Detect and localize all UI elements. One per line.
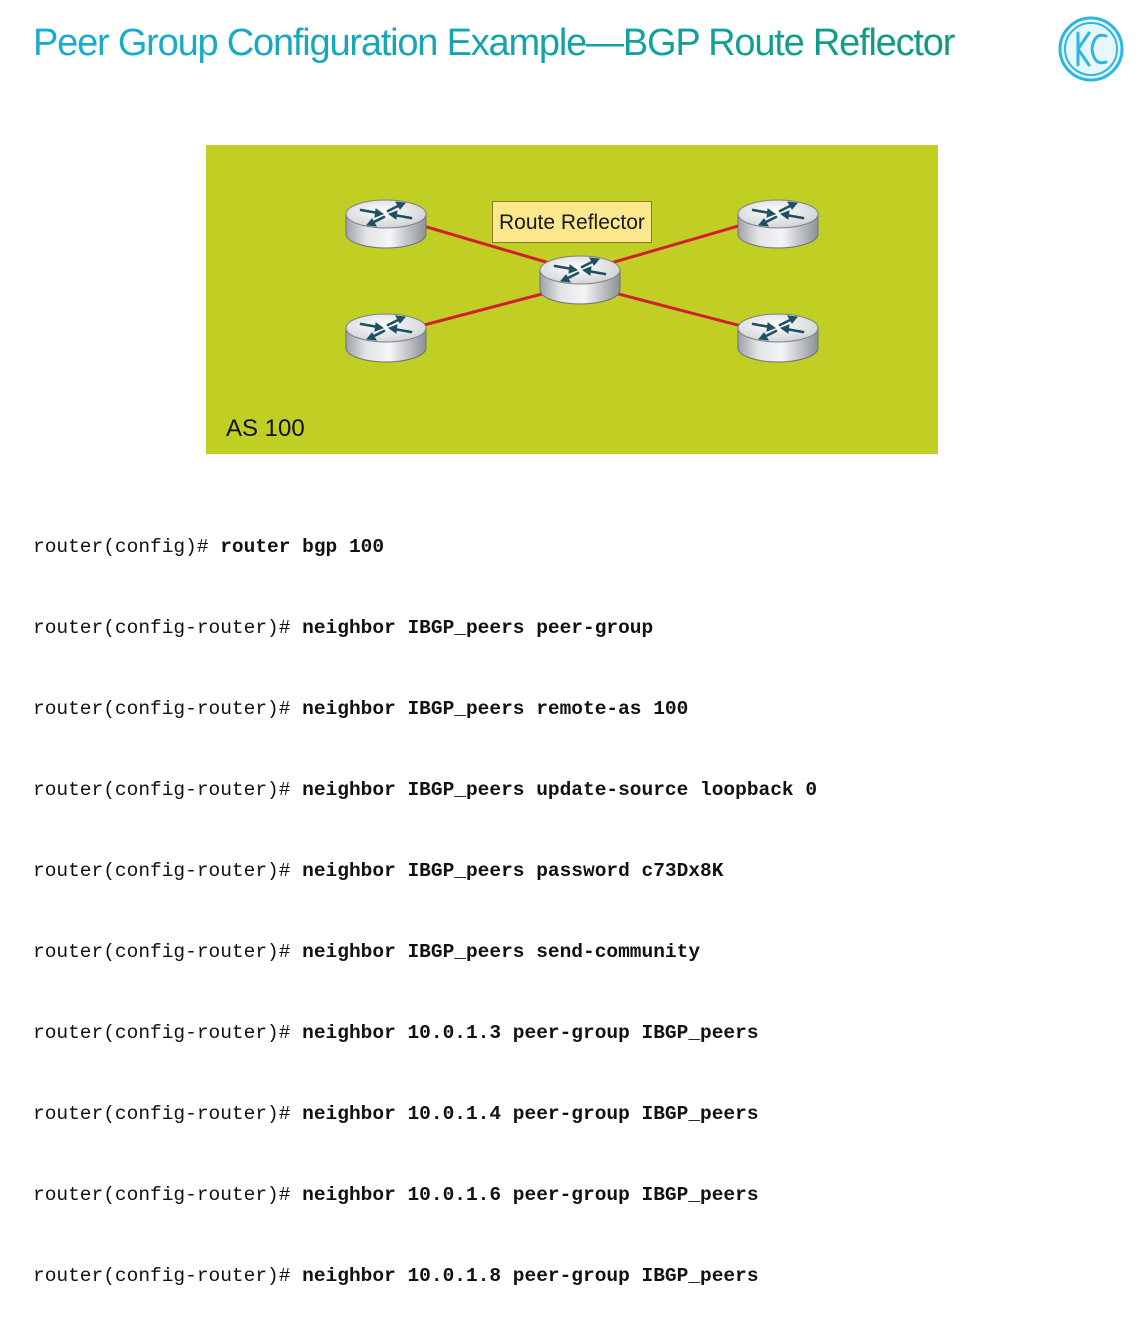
router-client-top-left bbox=[344, 198, 428, 250]
cli-command: neighbor IBGP_peers peer-group bbox=[302, 617, 654, 639]
router-client-top-right bbox=[736, 198, 820, 250]
cli-prompt: router(config-router)# bbox=[33, 941, 303, 963]
cli-command: neighbor IBGP_peers update-source loopba… bbox=[302, 779, 818, 801]
cli-prompt: router(config-router)# bbox=[33, 617, 303, 639]
config-line: router(config-router)# neighbor 10.0.1.8… bbox=[33, 1263, 817, 1290]
cli-prompt: router(config-router)# bbox=[33, 1022, 303, 1044]
config-line: router(config-router)# neighbor IBGP_pee… bbox=[33, 696, 817, 723]
config-line: router(config-router)# neighbor 10.0.1.3… bbox=[33, 1020, 817, 1047]
cli-prompt: router(config-router)# bbox=[33, 860, 303, 882]
config-line: router(config-router)# neighbor 10.0.1.6… bbox=[33, 1182, 817, 1209]
as-label: AS 100 bbox=[226, 415, 305, 442]
cli-command: neighbor IBGP_peers remote-as 100 bbox=[302, 698, 689, 720]
router-client-bottom-right bbox=[736, 312, 820, 364]
config-line: router(config-router)# neighbor IBGP_pee… bbox=[33, 777, 817, 804]
cli-prompt: router(config-router)# bbox=[33, 1184, 303, 1206]
cli-command: neighbor 10.0.1.8 peer-group IBGP_peers bbox=[302, 1265, 759, 1287]
cli-prompt: router(config-router)# bbox=[33, 1103, 303, 1125]
slide-title: Peer Group Configuration Example—BGP Rou… bbox=[33, 20, 1013, 67]
cli-command: neighbor IBGP_peers password c73Dx8K bbox=[302, 860, 724, 882]
topology-svg bbox=[344, 198, 820, 364]
config-line: router(config-router)# neighbor 10.0.1.4… bbox=[33, 1101, 817, 1128]
router-client-bottom-left bbox=[344, 312, 428, 364]
kc-logo-icon bbox=[1058, 16, 1124, 82]
config-line: router(config)# router bgp 100 bbox=[33, 534, 817, 561]
cli-prompt: router(config-router)# bbox=[33, 1265, 303, 1287]
config-line: router(config-router)# neighbor IBGP_pee… bbox=[33, 615, 817, 642]
cli-prompt: router(config)# bbox=[33, 536, 221, 558]
config-line: router(config-router)# neighbor IBGP_pee… bbox=[33, 939, 817, 966]
cli-command: neighbor 10.0.1.3 peer-group IBGP_peers bbox=[302, 1022, 759, 1044]
route-reflector-label: Route Reflector bbox=[492, 201, 652, 243]
network-diagram: Route Reflector AS 100 bbox=[206, 145, 938, 454]
config-listing: router(config)# router bgp 100 router(co… bbox=[33, 480, 817, 1317]
cli-command: neighbor 10.0.1.4 peer-group IBGP_peers bbox=[302, 1103, 759, 1125]
cli-prompt: router(config-router)# bbox=[33, 698, 303, 720]
cli-command: neighbor 10.0.1.6 peer-group IBGP_peers bbox=[302, 1184, 759, 1206]
router-route-reflector bbox=[538, 254, 622, 306]
cli-command: neighbor IBGP_peers send-community bbox=[302, 941, 701, 963]
cli-command: router bgp 100 bbox=[220, 536, 385, 558]
cli-prompt: router(config-router)# bbox=[33, 779, 303, 801]
config-line: router(config-router)# neighbor IBGP_pee… bbox=[33, 858, 817, 885]
